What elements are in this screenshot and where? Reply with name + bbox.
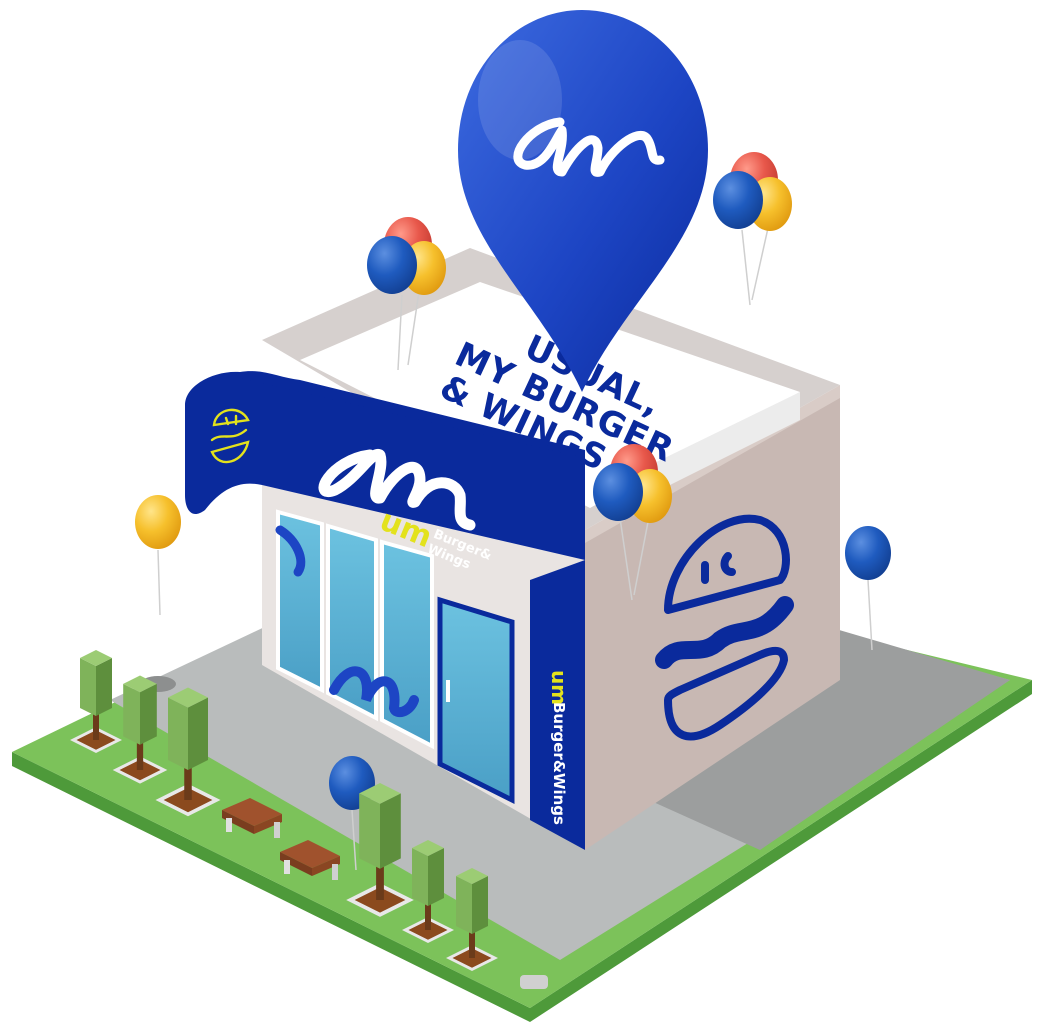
tree-icon — [112, 675, 168, 784]
vertical-brand-mark: um — [547, 670, 571, 705]
pin-um-script-logo — [513, 117, 665, 177]
vertical-brand-name: Burger&Wings — [550, 702, 568, 825]
tree-icon — [346, 783, 414, 917]
tree-icon — [155, 687, 221, 817]
bench-icon — [280, 840, 340, 880]
burger-face-eye-right — [720, 552, 736, 576]
bollard — [520, 975, 548, 989]
balloon-icon — [367, 236, 417, 294]
balloon-single-right — [845, 526, 891, 651]
burger-bottom-bun — [664, 646, 788, 741]
map-pin-body — [458, 10, 708, 392]
balloon-cluster-top-right — [713, 152, 792, 306]
awning-burger-icon — [210, 408, 250, 464]
vertical-brand-sign: um Burger&Wings — [547, 670, 571, 825]
window-pane-3 — [380, 539, 434, 750]
balloon-cluster-corner — [593, 444, 672, 601]
door-handle — [446, 680, 450, 702]
window-logo-decal — [329, 666, 419, 718]
tree-icon — [70, 650, 122, 753]
balloon-icon — [593, 463, 643, 521]
um-script-logo — [318, 449, 476, 531]
burger-icon — [655, 514, 794, 741]
window-pane-1 — [276, 509, 324, 694]
window-logo-decal-top — [275, 525, 306, 577]
burger-patty — [655, 596, 794, 669]
tree-icon — [402, 840, 454, 943]
balloon-cluster-roof-left — [367, 217, 446, 371]
balloon-icon — [135, 495, 181, 549]
map-pin-icon — [458, 10, 708, 392]
tree-icon — [446, 868, 498, 971]
balloon-icon — [713, 171, 763, 229]
corner-sign-panel — [530, 560, 585, 850]
roof-top — [300, 282, 800, 508]
balloon-single-left — [135, 495, 181, 616]
bench-icon — [222, 798, 282, 838]
burger-top-bun — [664, 514, 790, 614]
store-building: um Burger&Wings um Burger& Wings USUAL, … — [185, 248, 840, 850]
awning-rim — [240, 371, 585, 458]
roof-inner-shadow — [640, 392, 800, 490]
entrance-door — [437, 596, 515, 805]
balloon-icon — [845, 526, 891, 580]
storefront-windows — [275, 509, 515, 805]
street-trees — [70, 650, 498, 971]
